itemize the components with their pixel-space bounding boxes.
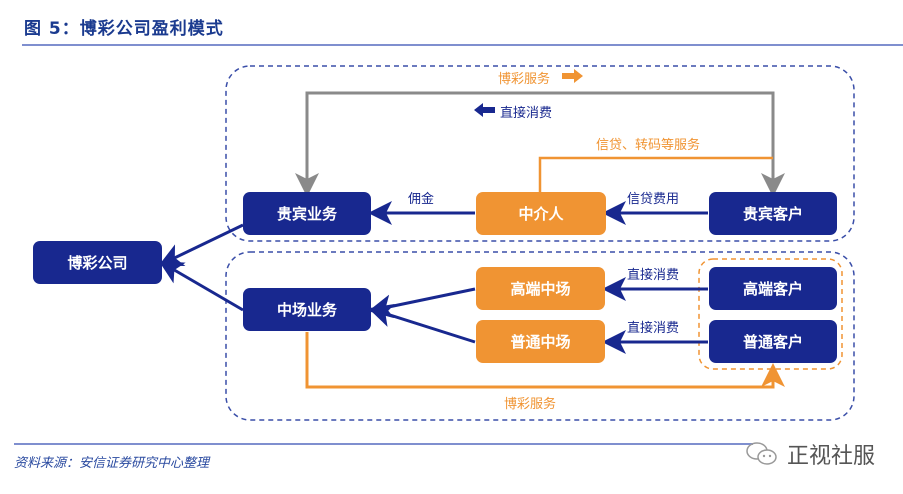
- label-gaming-service-top: 博彩服务: [498, 72, 551, 87]
- label-direct-consumption-top: 直接消费: [500, 106, 553, 121]
- figure-title: 图 5：博彩公司盈利模式: [24, 19, 224, 39]
- node-mass-business: 中场业务: [243, 288, 371, 331]
- source-note: 资料来源：安信证券研究中心整理: [14, 456, 210, 471]
- watermark: 正视社服: [745, 438, 875, 470]
- label-credit-fee: 信贷费用: [627, 192, 680, 207]
- label-direct-consumption-1: 直接消费: [627, 268, 680, 283]
- arrow-vip-to-company: [158, 223, 244, 267]
- label-direct-consumption-2: 直接消费: [627, 321, 680, 336]
- label-credit-services: 信贷、转码等服务: [596, 138, 701, 153]
- node-regular-client: 普通客户: [709, 320, 837, 363]
- node-company: 博彩公司: [33, 241, 162, 284]
- arrow-premium-to-mass: [368, 287, 476, 319]
- arrow-mass-to-company: [158, 260, 244, 312]
- mass-group-border: [225, 251, 855, 421]
- label-gaming-service-bottom: 博彩服务: [504, 397, 557, 412]
- wechat-icon: [745, 440, 779, 468]
- node-vip-business: 贵宾业务: [243, 192, 371, 235]
- footer-divider: [14, 443, 753, 445]
- gray-top-loop: [305, 91, 785, 197]
- vip-group-border: [225, 65, 855, 242]
- node-intermediary: 中介人: [476, 192, 606, 235]
- credit-service-line: [538, 156, 773, 193]
- bottom-gaming-service-line: [305, 332, 785, 389]
- navy-left-arrow: [474, 103, 495, 117]
- arrow-regular-to-mass: [368, 303, 476, 344]
- node-regular-mass: 普通中场: [476, 320, 605, 363]
- node-premium-client: 高端客户: [709, 267, 837, 310]
- node-premium-mass: 高端中场: [476, 267, 605, 310]
- orange-right-arrow: [562, 69, 583, 83]
- label-commission: 佣金: [408, 192, 435, 207]
- watermark-text: 正视社服: [787, 444, 876, 469]
- title-divider: [22, 44, 903, 46]
- node-vip-client: 贵宾客户: [709, 192, 837, 235]
